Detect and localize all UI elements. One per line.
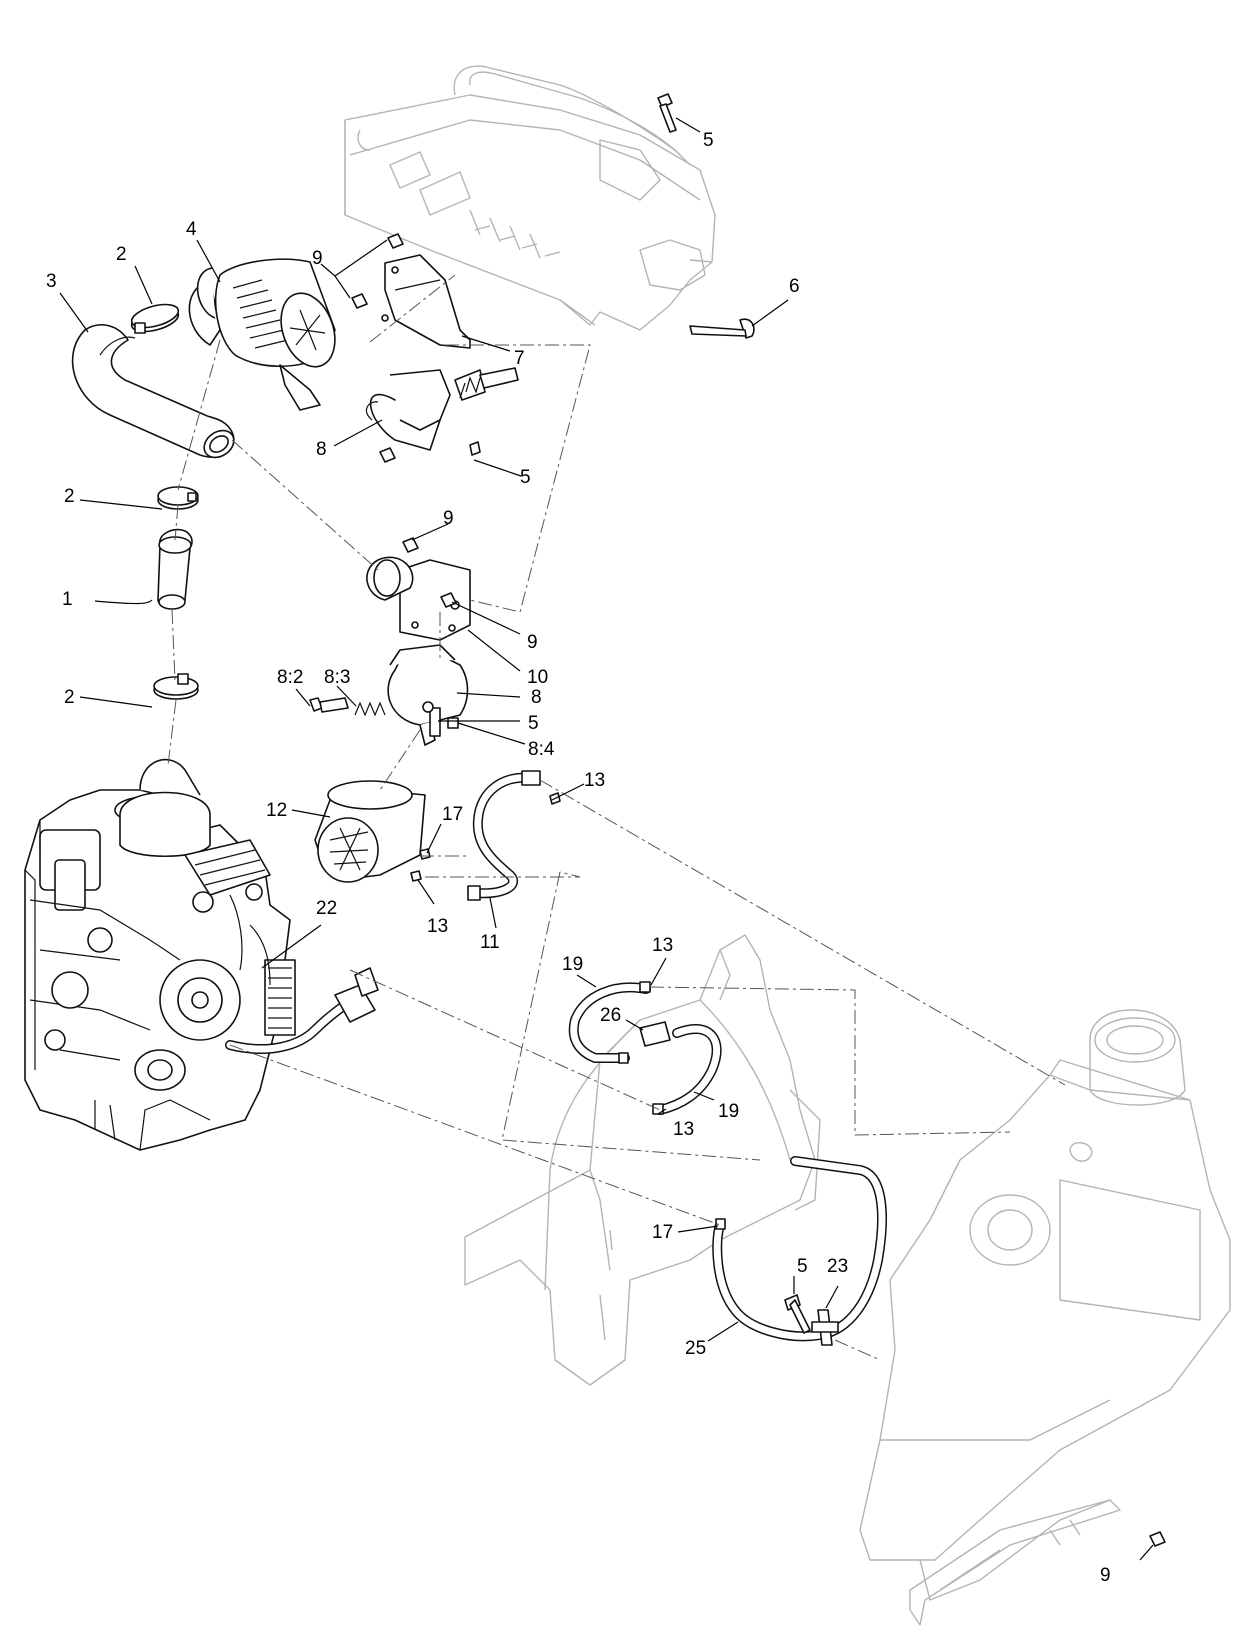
callout-23: 23 — [827, 1256, 848, 1277]
fuel-filter-canister — [314, 780, 426, 883]
callout-5: 5 — [520, 467, 531, 488]
callout-4: 4 — [186, 219, 197, 240]
hose-clamp-top — [130, 303, 180, 334]
assembly-lines — [167, 274, 1066, 1361]
callout-13: 13 — [673, 1119, 694, 1140]
engine-fuel-line-22 — [225, 967, 379, 1055]
callout-10: 10 — [527, 667, 548, 688]
callout-3: 3 — [46, 271, 57, 292]
leader-lines — [59, 117, 1154, 1561]
callout-6: 6 — [789, 276, 800, 297]
engine — [24, 758, 296, 1151]
callout-2: 2 — [64, 486, 75, 507]
callout-2: 2 — [116, 244, 127, 265]
callout-5: 5 — [528, 713, 539, 734]
callout-19: 19 — [562, 954, 583, 975]
mount-bracket-10 — [366, 556, 471, 641]
callout-2: 2 — [64, 687, 75, 708]
callout-5: 5 — [703, 130, 714, 151]
callout-13: 13 — [427, 916, 448, 937]
callout-13: 13 — [652, 935, 673, 956]
callout-17: 17 — [652, 1222, 673, 1243]
air-cleaner-mount — [365, 254, 519, 451]
air-hose-upper — [71, 324, 235, 459]
callout-8-3: 8:3 — [324, 667, 350, 688]
callout-7: 7 — [514, 348, 525, 369]
callout-labels: 1 2 2 2 3 4 5 5 5 5 6 7 8 8 8:2 8:3 8:4 … — [46, 130, 1111, 1586]
callout-9: 9 — [312, 248, 323, 269]
callout-11: 11 — [480, 932, 500, 953]
callout-26: 26 — [600, 1005, 621, 1026]
hose-clip-23 — [811, 1309, 839, 1346]
callout-25: 25 — [685, 1338, 706, 1359]
air-cleaner — [188, 258, 336, 411]
callout-9: 9 — [1100, 1565, 1111, 1586]
callout-8-2: 8:2 — [277, 667, 303, 688]
fuel-tank-bracket-ghost — [909, 1499, 1121, 1626]
callout-13: 13 — [584, 770, 605, 791]
callout-5: 5 — [797, 1256, 808, 1277]
fuel-tank-ghost — [859, 1009, 1231, 1601]
callout-9: 9 — [443, 508, 454, 529]
callout-1: 1 — [62, 589, 73, 610]
chassis-frame-ghost — [464, 934, 821, 1386]
callout-8: 8 — [316, 439, 327, 460]
clamp-bolt-8-2 — [309, 697, 349, 713]
callout-17: 17 — [442, 804, 463, 825]
callout-8-4: 8:4 — [528, 739, 555, 760]
callout-9: 9 — [527, 632, 538, 653]
fuel-hose-11 — [467, 770, 541, 901]
callout-22: 22 — [316, 898, 337, 919]
callout-19: 19 — [718, 1101, 739, 1122]
upper-frame-ghost — [344, 65, 716, 331]
callout-8: 8 — [531, 687, 542, 708]
clamp-spring-8-3 — [354, 701, 386, 717]
air-hose-lower — [153, 486, 199, 700]
precleaner-clamp — [387, 644, 469, 746]
clamp-nut-8-4 — [447, 717, 459, 729]
callout-12: 12 — [266, 800, 287, 821]
fuel-hose-19 — [568, 981, 722, 1115]
